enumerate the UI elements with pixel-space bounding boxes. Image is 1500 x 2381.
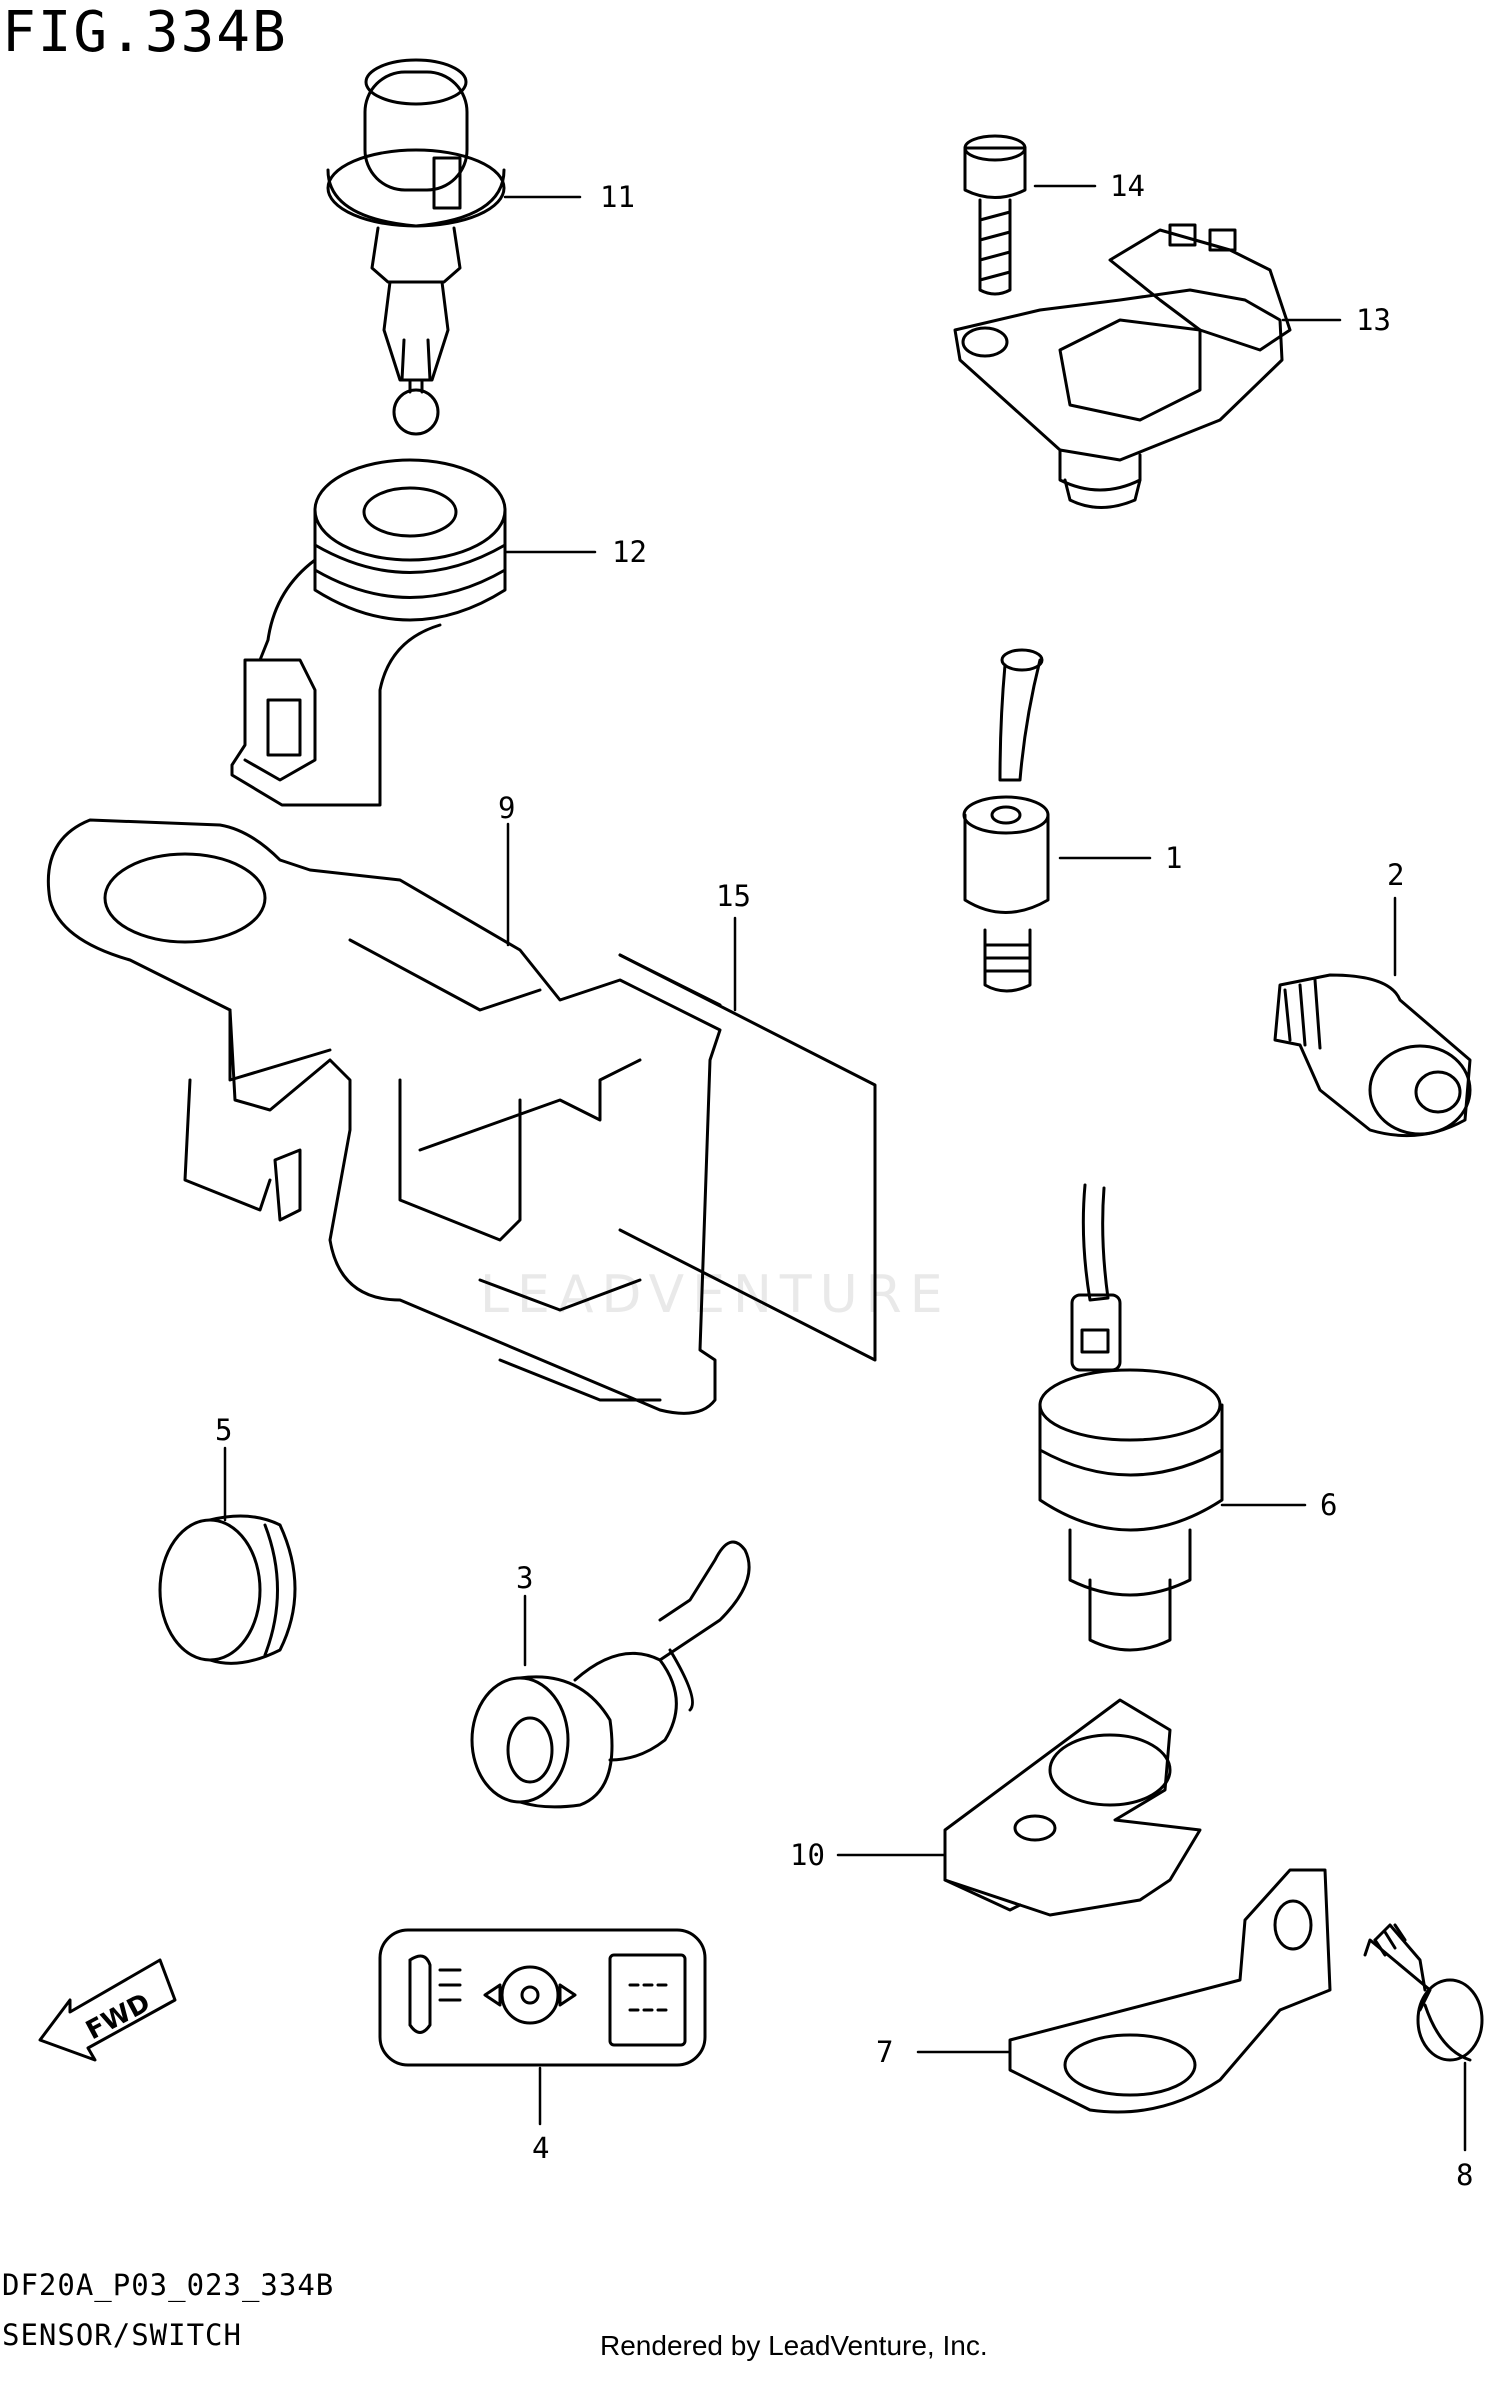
callout-15: 15 (716, 879, 751, 913)
callout-2: 2 (1387, 858, 1404, 892)
drawing-code: DF20A_P03_023_334B (2, 2268, 335, 2302)
part-13-map-sensor (953, 223, 1292, 509)
part-9-holder (46, 818, 722, 1415)
callout-1: 1 (1165, 841, 1182, 875)
callout-11: 11 (600, 180, 635, 214)
callout-6: 6 (1320, 1488, 1337, 1522)
part-8-bolt (1363, 1923, 1484, 2062)
callout-8: 8 (1456, 2158, 1473, 2192)
callout-7: 7 (876, 2035, 893, 2069)
callout-14: 14 (1110, 169, 1145, 203)
part-2-knock-sensor (1273, 973, 1472, 1138)
part-12-grommet (230, 458, 507, 807)
part-15-plate (618, 953, 877, 1362)
part-11-sensor (326, 58, 506, 436)
part-4-label (378, 1928, 707, 2067)
callout-12: 12 (612, 535, 647, 569)
callout-5: 5 (215, 1413, 232, 1447)
fwd-arrow: FWD (38, 1958, 177, 2062)
callout-9: 9 (498, 791, 515, 825)
part-7-stay (1008, 1868, 1332, 2114)
part-14-bolt (963, 134, 1027, 296)
callout-13: 13 (1356, 303, 1391, 337)
callout-4: 4 (532, 2131, 549, 2165)
part-10-bracket (943, 1698, 1202, 1917)
part-6-pressure-switch (1038, 1183, 1224, 1652)
part-3-grommet (470, 1540, 751, 1809)
figure-title: FIG.334B (2, 0, 288, 65)
callout-3: 3 (516, 1561, 533, 1595)
part-5-plug (158, 1514, 297, 1665)
part-1-sensor (962, 648, 1050, 993)
render-credit: Rendered by LeadVenture, Inc. (600, 2330, 988, 2361)
leader-lines (223, 184, 1467, 2152)
fwd-label: FWD (81, 1988, 155, 2046)
callout-10: 10 (790, 1838, 825, 1872)
figure-subtitle: SENSOR/SWITCH (2, 2318, 242, 2352)
